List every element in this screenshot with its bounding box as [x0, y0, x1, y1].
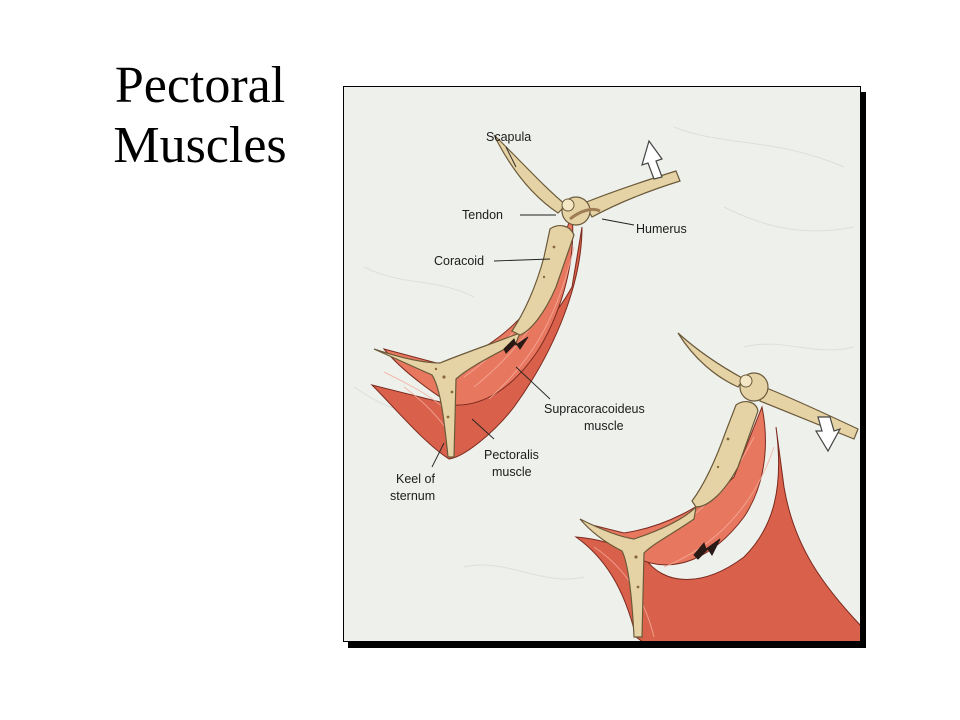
supracoracoideus-muscle-top: [382, 214, 574, 406]
label-keel-line-2: sternum: [390, 489, 435, 503]
coracoid-top: [511, 225, 575, 336]
label-supracoracoideus-line-1: Supracoracoideus: [544, 402, 645, 416]
background-texture: [353, 126, 855, 580]
labels: Scapula Tendon Humerus Coracoid Supracor…: [390, 130, 687, 503]
contraction-arrow-bottom-icon: [693, 538, 721, 560]
downstroke-illustration: [574, 332, 860, 641]
contraction-arrow-top-icon: [503, 336, 529, 354]
label-tendon: Tendon: [462, 208, 503, 222]
upstroke-arrow-icon: [641, 139, 663, 180]
keel-of-sternum-bottom: [579, 505, 697, 638]
label-pectoralis-line-2: muscle: [492, 465, 532, 479]
scapula-bottom: [677, 332, 745, 388]
pectoral-diagram: Scapula Tendon Humerus Coracoid Supracor…: [353, 126, 860, 641]
tendon-top: [569, 207, 601, 221]
downstroke-arrow-icon: [814, 416, 842, 453]
label-coracoid: Coracoid: [434, 254, 484, 268]
label-keel-line-1: Keel of: [396, 472, 435, 486]
label-scapula: Scapula: [486, 130, 531, 144]
label-pectoralis-line-1: Pectoralis: [484, 448, 539, 462]
slide-title-line-1: Pectoral: [114, 57, 286, 114]
leader-lines: [431, 146, 635, 468]
upstroke-illustration: [370, 134, 681, 460]
slide-title-line-2: Muscles: [113, 117, 287, 174]
slide-title: Pectoral Muscles: [90, 56, 310, 176]
pectoral-muscles-figure: Scapula Tendon Humerus Coracoid Supracor…: [343, 86, 861, 642]
label-supracoracoideus-line-2: muscle: [584, 419, 624, 433]
coracoid-bottom: [691, 401, 759, 508]
label-humerus: Humerus: [636, 222, 687, 236]
humerus-top: [583, 170, 681, 218]
humerus-bottom: [759, 386, 859, 440]
keel-of-sternum-top: [373, 331, 522, 458]
scapula-top: [493, 134, 567, 214]
